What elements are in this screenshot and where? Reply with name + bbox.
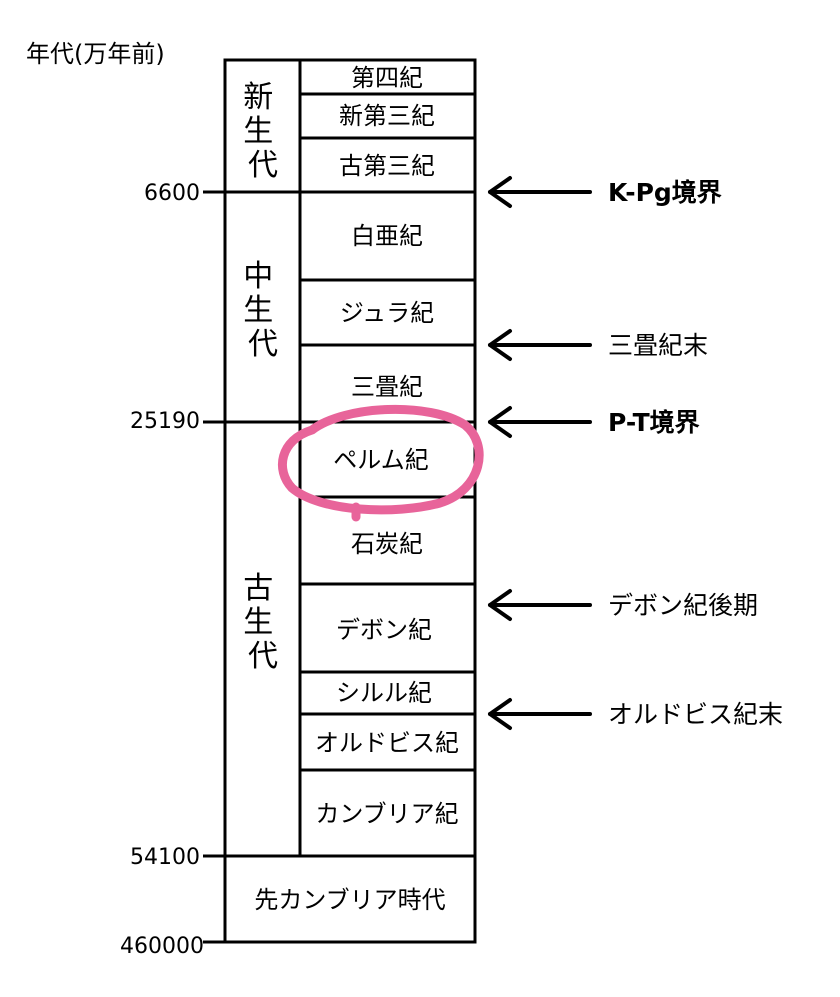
event-end-ordovician: オルドビス紀末 — [608, 700, 783, 729]
period-quaternary: 第四紀 — [351, 64, 423, 92]
arrow-pt — [488, 406, 592, 438]
era-mesozoic: 中 生 代 — [243, 259, 283, 362]
period-paleogene: 古第三紀 — [339, 152, 435, 180]
period-neogene: 新第三紀 — [339, 102, 435, 130]
period-labels: 第四紀 新第三紀 古第三紀 白亜紀 ジュラ紀 三畳紀 ペルム紀 石炭紀 デボン紀… — [315, 64, 459, 828]
arrow-kpg — [488, 176, 592, 208]
era-char: 中 — [243, 259, 273, 294]
event-pt-boundary: P-T境界 — [608, 408, 700, 437]
era-char: 代 — [248, 148, 278, 183]
event-end-triassic: 三畳紀末 — [608, 331, 708, 360]
era-char: 代 — [248, 639, 278, 674]
era-labels: 新 生 代 中 生 代 古 生 代 — [243, 80, 283, 674]
period-cretaceous: 白亜紀 — [351, 222, 423, 250]
era-char: 生 — [243, 114, 273, 149]
period-ordovician: オルドビス紀 — [315, 729, 459, 757]
era-char: 生 — [243, 605, 273, 640]
unit-label: 年代(万年前) — [26, 40, 165, 68]
highlight-circle — [277, 404, 484, 515]
arrow-end-triassic — [488, 329, 592, 361]
period-permian: ペルム紀 — [333, 446, 429, 474]
event-late-devonian: デボン紀後期 — [608, 591, 758, 620]
era-char: 生 — [243, 293, 273, 328]
period-cambrian: カンブリア紀 — [315, 800, 458, 828]
table-frame — [223, 58, 477, 944]
arrow-end-ordovician — [488, 698, 592, 730]
age-labels: 6600 25190 54100 460000 — [120, 181, 204, 959]
period-triassic: 三畳紀 — [351, 373, 423, 401]
age-label-25190: 25190 — [130, 409, 200, 434]
era-char: 古 — [243, 571, 273, 606]
age-label-460000: 460000 — [120, 934, 204, 959]
era-paleozoic: 古 生 代 — [243, 571, 283, 674]
age-label-6600: 6600 — [144, 181, 200, 206]
event-kpg-boundary: K-Pg境界 — [608, 178, 722, 207]
period-silurian: シルル紀 — [336, 679, 432, 707]
arrow-late-devonian — [488, 589, 592, 621]
era-char: 新 — [243, 80, 273, 115]
period-carboniferous: 石炭紀 — [351, 530, 423, 558]
era-cenozoic: 新 生 代 — [243, 80, 283, 183]
precambrian-label: 先カンブリア時代 — [254, 886, 445, 914]
era-char: 代 — [248, 327, 278, 362]
period-jurassic: ジュラ紀 — [340, 299, 434, 327]
period-devonian: デボン紀 — [336, 616, 432, 644]
age-ticks — [203, 190, 225, 944]
age-label-54100: 54100 — [130, 845, 200, 870]
event-arrows — [488, 176, 592, 730]
event-labels: K-Pg境界 三畳紀末 P-T境界 デボン紀後期 オルドビス紀末 — [608, 178, 783, 729]
